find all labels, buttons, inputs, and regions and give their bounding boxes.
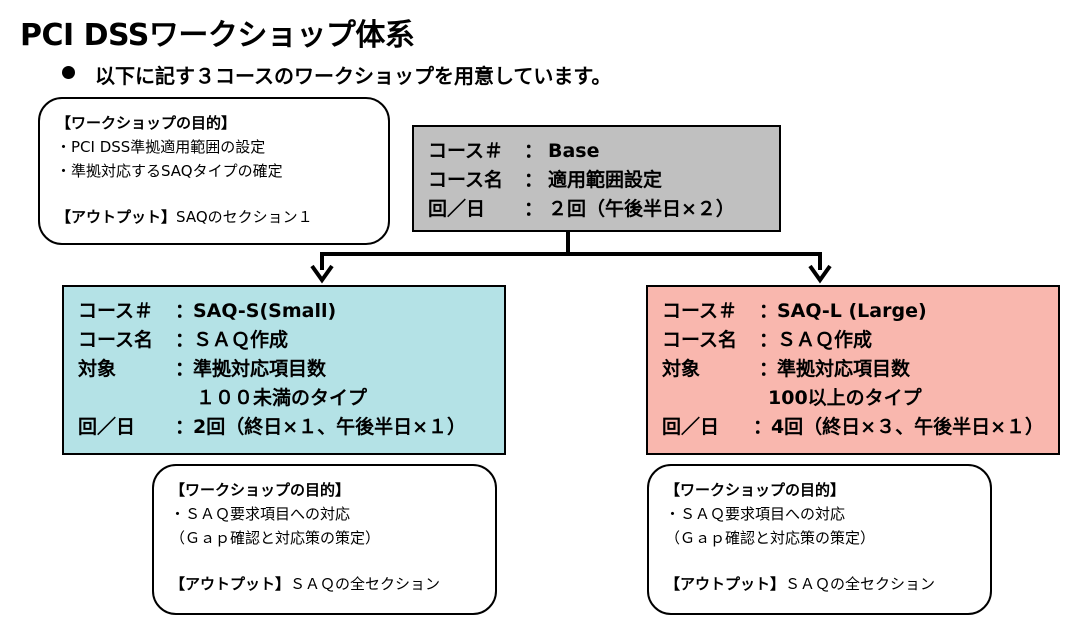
course-name: ＳＡＱ作成 (777, 329, 873, 351)
note-item: ・PCI DSS準拠適用範囲の設定 (56, 138, 266, 156)
row-colon: ： (175, 329, 195, 351)
course-name-row: コース名 ：適用範囲設定 (428, 166, 765, 195)
base-workshop-note: 【ワークショップの目的】 ・PCI DSS準拠適用範囲の設定 ・準拠対応するSA… (38, 97, 390, 245)
course-number: Base (548, 140, 600, 162)
course-target: 準拠対応項目数 (193, 358, 327, 380)
row-colon: ： (175, 300, 195, 322)
note-output-header: 【アウトプット】 (56, 208, 177, 226)
course-frequency: 2回（終日×１、午後半日×１） (193, 416, 467, 438)
course-number-row: コース＃ ：SAQ-S(Small) (78, 297, 490, 326)
course-large-box: コース＃：SAQ-L (Large) コース名：ＳＡＱ作成 対象：準拠対応項目数… (646, 285, 1060, 455)
large-workshop-note: 【ワークショップの目的】 ・ＳＡＱ要求項目への対応 （Ｇａｐ確認と対応策の策定）… (647, 464, 992, 615)
course-name-row: コース名 ：ＳＡＱ作成 (662, 326, 1044, 355)
page-subtitle: 以下に記す３コースのワークショップを用意しています。 (95, 64, 612, 88)
row-key: 対象 (78, 358, 117, 380)
note-output-header: 【アウトプット】 (665, 575, 786, 593)
note-item: ・ＳＡＱ要求項目への対応 (170, 505, 351, 523)
row-colon: ： (759, 358, 779, 380)
course-target: 準拠対応項目数 (777, 358, 911, 380)
course-target-row: 対象 ：準拠対応項目数 (78, 355, 490, 384)
course-base-box: コース＃：Base コース名：適用範囲設定 回／日：２回（午後半日×２） (412, 125, 781, 232)
row-key: コース＃ (428, 140, 504, 162)
course-number: SAQ-L (Large) (777, 300, 927, 322)
row-colon: ： (175, 358, 195, 380)
course-name-row: コース名 ：ＳＡＱ作成 (78, 326, 490, 355)
course-name: 適用範囲設定 (548, 169, 663, 191)
row-colon: ： (175, 416, 195, 438)
note-purpose-header: 【ワークショップの目的】 (56, 114, 237, 132)
bullet-dot (62, 66, 75, 79)
note-output-value: ＳＡＱの全セクション (290, 575, 441, 593)
course-small-box: コース＃：SAQ-S(Small) コース名：ＳＡＱ作成 対象：準拠対応項目数 … (62, 285, 506, 455)
course-target-row: 対象 ：準拠対応項目数 (662, 355, 1044, 384)
note-output-line: 【アウトプット】SAQのセクション１ (56, 205, 372, 229)
note-item: （Ｇａｐ確認と対応策の策定） (170, 529, 381, 547)
row-colon: ： (524, 169, 544, 191)
course-target-cont: １００未満のタイプ (196, 387, 368, 409)
note-item: （Ｇａｐ確認と対応策の策定） (665, 529, 876, 547)
course-number: SAQ-S(Small) (193, 300, 337, 322)
row-colon: ： (524, 140, 544, 162)
row-key: コース名 (428, 169, 504, 191)
note-output-line: 【アウトプット】ＳＡＱの全セクション (170, 572, 479, 596)
row-key: 回／日 (662, 416, 720, 438)
row-colon: ： (759, 329, 779, 351)
page-title: PCI DSSワークショップ体系 (20, 18, 415, 53)
course-number-row: コース＃ ：SAQ-L (Large) (662, 297, 1044, 326)
row-key: コース名 (662, 329, 738, 351)
note-output-value: ＳＡＱの全セクション (785, 575, 936, 593)
row-key: 回／日 (428, 198, 486, 220)
row-colon: ： (759, 300, 779, 322)
course-freq-row: 回／日 ：２回（午後半日×２） (428, 195, 765, 224)
row-colon: ： (752, 416, 772, 438)
course-freq-row: 回／日 ：2回（終日×１、午後半日×１） (78, 413, 490, 442)
note-output-value: SAQのセクション１ (176, 208, 313, 226)
small-workshop-note: 【ワークショップの目的】 ・ＳＡＱ要求項目への対応 （Ｇａｐ確認と対応策の策定）… (152, 464, 497, 615)
note-item: ・準拠対応するSAQタイプの確定 (56, 162, 283, 180)
note-purpose-header: 【ワークショップの目的】 (665, 481, 846, 499)
row-key: 対象 (662, 358, 701, 380)
course-target-cont: 100以上のタイプ (768, 387, 922, 409)
row-key: 回／日 (78, 416, 136, 438)
arrow-right-head (808, 264, 832, 284)
note-output-line: 【アウトプット】ＳＡＱの全セクション (665, 572, 974, 596)
row-colon: ： (524, 198, 544, 220)
note-output-header: 【アウトプット】 (170, 575, 291, 593)
note-item: ・ＳＡＱ要求項目への対応 (665, 505, 846, 523)
course-frequency: 4回（終日×３、午後半日×１） (770, 416, 1044, 438)
course-name: ＳＡＱ作成 (193, 329, 289, 351)
row-key: コース名 (78, 329, 154, 351)
row-key: コース＃ (78, 300, 154, 322)
arrow-left-head (310, 264, 334, 284)
course-frequency: ２回（午後半日×２） (548, 198, 735, 220)
note-purpose-header: 【ワークショップの目的】 (170, 481, 351, 499)
course-number-row: コース＃ ：Base (428, 137, 765, 166)
course-freq-row: 回／日 ：4回（終日×３、午後半日×１） (662, 413, 1044, 442)
row-key: コース＃ (662, 300, 738, 322)
